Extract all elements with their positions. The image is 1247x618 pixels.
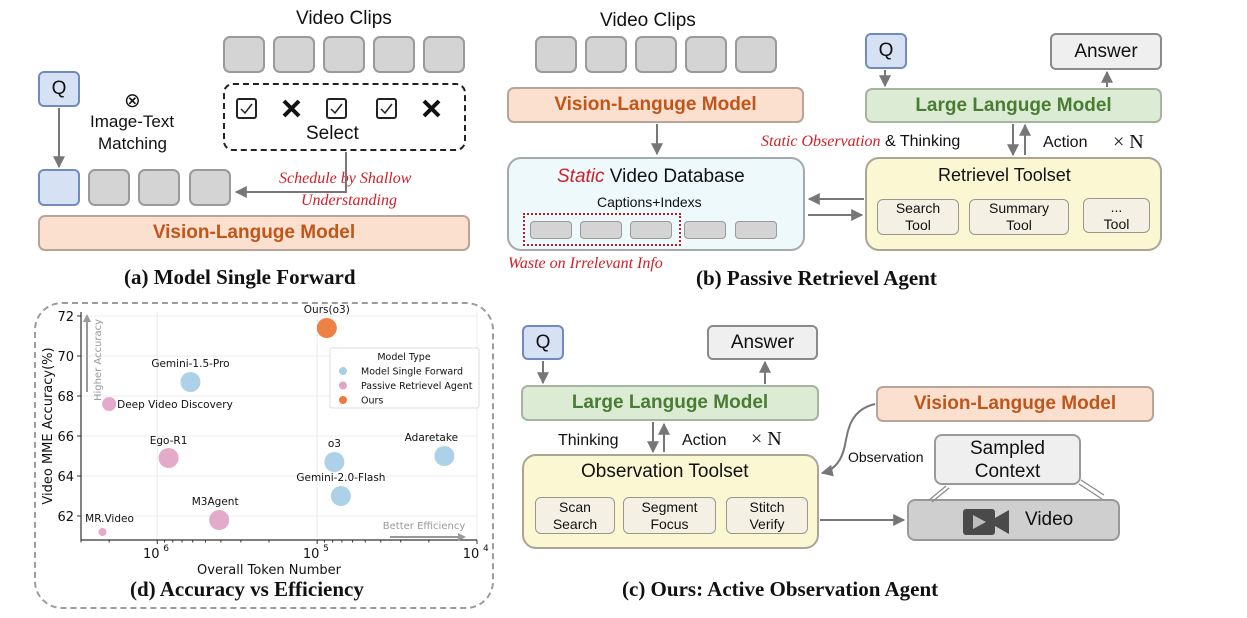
select-label: Select [306,123,359,144]
llm-box: Large Languge Model [865,88,1162,123]
tool-line: Search [895,200,941,216]
observation-label: Observation [848,449,924,465]
sampled-context-line: Sampled [970,437,1045,459]
vlm-box: Vision-Languge Model [507,87,804,123]
tool-line: Stitch [749,498,785,515]
cross-icon [281,98,302,124]
selected-clip [88,169,130,206]
sampled-context-box: Sampled Context [934,434,1081,485]
video-clip [323,36,365,73]
video-clip [273,36,315,73]
caption-c: (c) Ours: Active Observation Agent [622,577,939,601]
vlm-box: Vision-Languge Model [876,386,1154,422]
check-icon [326,98,347,124]
select-marks [232,96,457,122]
tool-line: Search [552,515,598,532]
schedule-label-2: Understanding [301,192,397,209]
question-box: Q [865,33,907,69]
caption-index [630,221,672,239]
sampled-context-line: Context [974,460,1041,482]
tool-line: Segment [641,498,698,515]
video-clip [585,36,627,73]
answer-box: Answer [707,325,818,360]
selected-clip [138,169,180,206]
video-clip [423,36,465,73]
video-clips-label: Video Clips [296,8,392,29]
video-clip [685,36,727,73]
video-clips-label: Video Clips [600,10,696,31]
tool-line: ... [1110,198,1123,215]
times-n-label: × N [751,428,782,450]
waste-label: Waste on Irrelevant Info [508,255,663,272]
answer-box: Answer [1050,33,1162,70]
observation-thinking-label: Static Observation & Thinking [761,133,960,151]
video-clip [373,36,415,73]
selected-clip [189,169,231,206]
video-camera-icon [963,509,1009,535]
action-label: Action [682,432,727,449]
database-subtitle: Captions+Indexs [597,194,702,210]
cross-icon [421,98,442,124]
waste-region [523,213,681,246]
schedule-label-1: Schedule by Shallow [279,170,412,187]
check-icon [236,98,257,124]
video-box: Video [907,499,1120,541]
video-clip [635,36,677,73]
matching-icon: ⊗ [124,90,141,112]
toolset-title: Retrievel Toolset [938,165,1071,185]
caption-d: (d) Accuracy vs Efficiency [130,577,364,601]
action-label: Action [1043,134,1088,151]
tool-line: Tool [1103,215,1130,232]
static-observation-text: Static Observation [761,133,881,150]
matching-label-2: Matching [98,134,167,153]
video-clip [735,36,777,73]
matching-label-1: Image-Text [90,112,175,131]
tool-line: Tool [905,217,931,233]
question-box: Q [38,71,80,107]
vlm-box: Vision-Languge Model [38,215,470,251]
video-clip [535,36,577,73]
question-box: Q [522,325,564,360]
thinking-label: Thinking [558,432,619,449]
database-title-rest: Video Database [604,166,745,187]
tool-line: Tool [1006,217,1032,233]
tool-line: Summary [989,200,1049,216]
check-icon [376,98,397,124]
caption-b: (b) Passive Retrievel Agent [696,266,937,290]
tool-line: Focus [650,515,689,532]
chart-frame [34,302,494,609]
caption-a: (a) Model Single Forward [124,265,356,289]
question-token [38,169,80,206]
caption-index [530,221,572,239]
select-box [223,83,466,151]
static-word: Static [557,166,605,187]
tool-line: Scan [559,498,591,515]
other-tool: ...Tool [1083,198,1150,233]
video-label: Video [1025,509,1074,530]
times-n-label: × N [1113,131,1144,153]
tool-line: Verify [749,515,785,532]
caption-index [580,221,622,239]
thinking-text: & Thinking [880,133,961,150]
llm-box: Large Languge Model [521,385,819,421]
caption-index [735,221,777,239]
toolset-title: Observation Toolset [581,461,749,482]
database-title: Static Video Database [557,166,745,188]
video-clip [223,36,265,73]
caption-index [684,221,726,239]
